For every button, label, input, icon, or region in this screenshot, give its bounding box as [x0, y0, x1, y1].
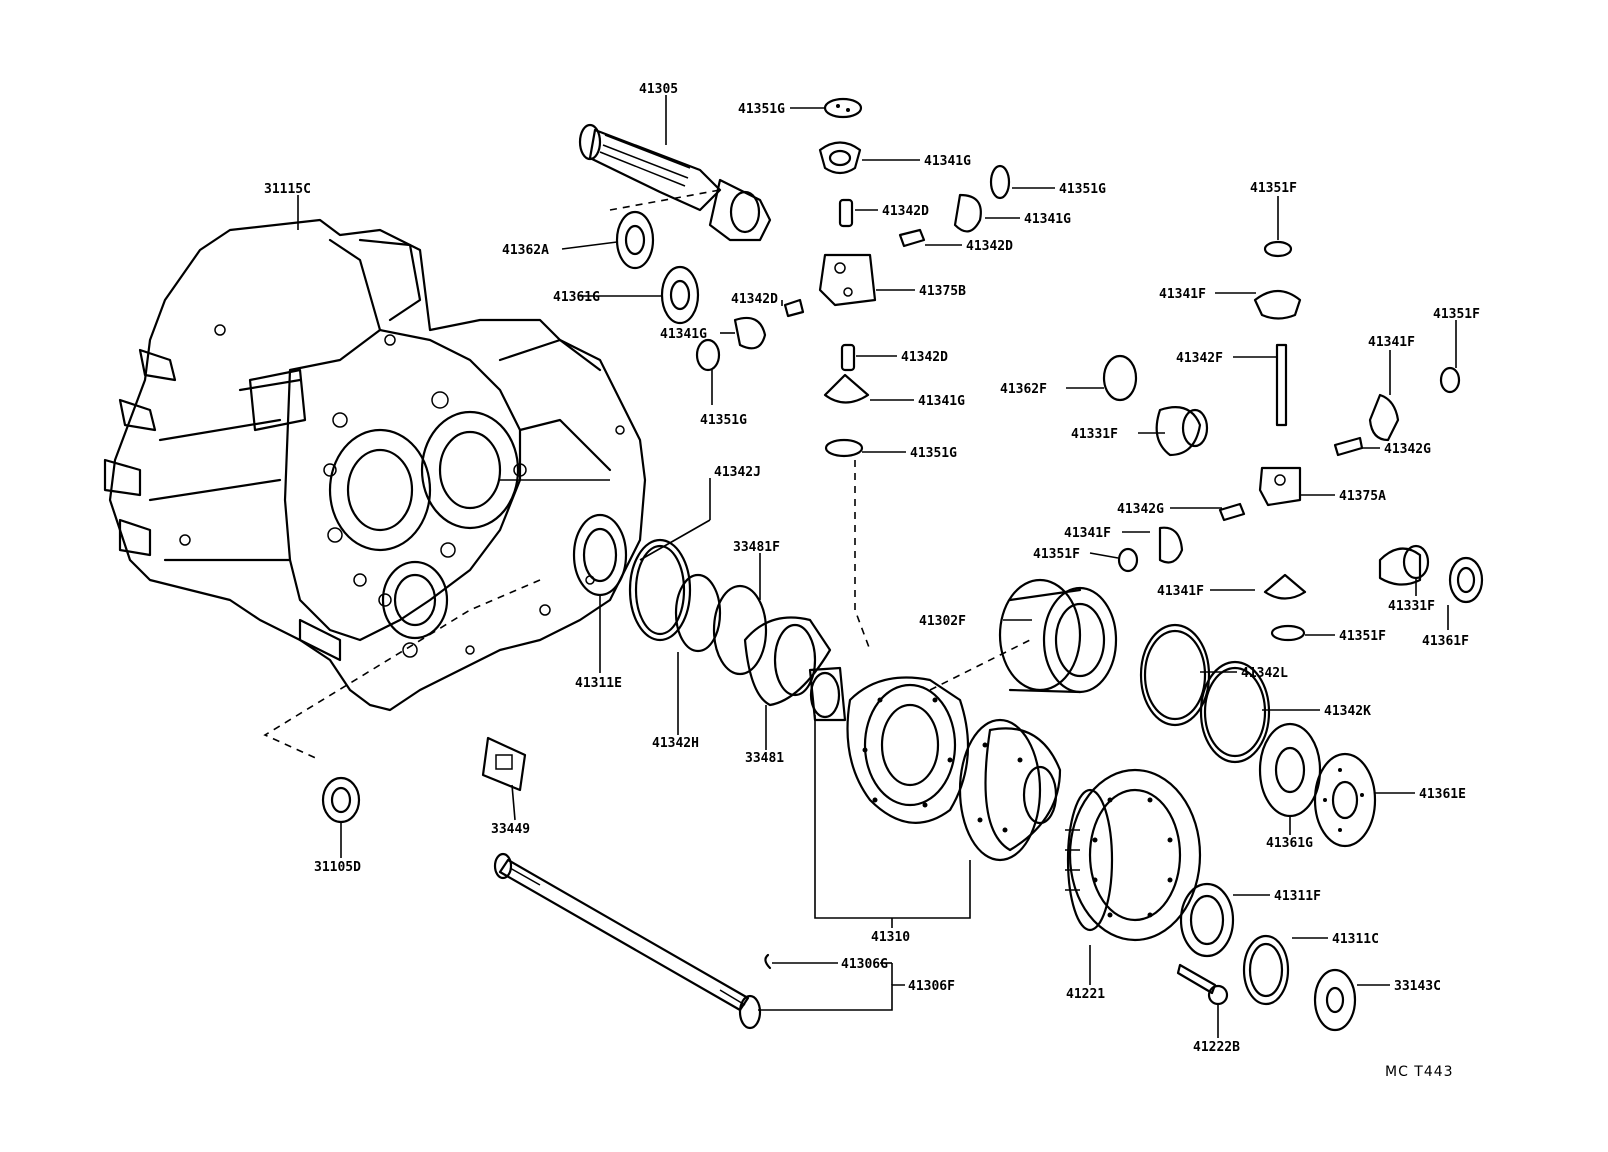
label-41341G: 41341G	[1024, 212, 1071, 227]
differential-case	[808, 578, 1377, 1032]
drive-shaft	[493, 852, 772, 1030]
label-31115C: 31115C	[264, 182, 311, 197]
pinion-shaft	[578, 123, 772, 242]
label-41351G: 41351G	[738, 102, 785, 117]
part-labels: 41305 41351G 41341G 41351G 41342D 41341G…	[264, 82, 1480, 1080]
leader-lines	[297, 95, 1457, 1038]
label-41342H: 41342H	[652, 736, 699, 751]
label-41361E: 41361E	[1419, 787, 1466, 802]
label-41341F: 41341F	[1368, 335, 1415, 350]
label-41351F: 41351F	[1033, 547, 1080, 562]
label-41341F: 41341F	[1064, 526, 1111, 541]
label-41342D: 41342D	[966, 239, 1013, 254]
upper-pinion-cluster	[695, 97, 1011, 458]
label-41351F: 41351F	[1433, 307, 1480, 322]
label-41222B: 41222B	[1193, 1040, 1240, 1055]
label-41361G: 41361G	[1266, 836, 1313, 851]
label-41342G: 41342G	[1117, 502, 1164, 517]
label-41331F: 41331F	[1071, 427, 1118, 442]
label-41341F: 41341F	[1159, 287, 1206, 302]
label-41375A: 41375A	[1339, 489, 1386, 504]
label-41351G: 41351G	[700, 413, 747, 428]
label-33481: 33481	[745, 751, 784, 766]
label-41342D: 41342D	[731, 292, 778, 307]
label-33481F: 33481F	[733, 540, 780, 555]
label-41351G: 41351G	[1059, 182, 1106, 197]
label-41362F: 41362F	[1000, 382, 1047, 397]
label-41306G: 41306G	[841, 957, 888, 972]
label-41342L: 41342L	[1241, 666, 1288, 681]
label-41302F: 41302F	[919, 614, 966, 629]
label-33449: 33449	[491, 822, 530, 837]
right-pinion-cluster	[1102, 240, 1484, 642]
label-41342K: 41342K	[1324, 704, 1371, 719]
label-41342G: 41342G	[1384, 442, 1431, 457]
label-41342F: 41342F	[1176, 351, 1223, 366]
label-31105D: 31105D	[314, 860, 361, 875]
label-41341F: 41341F	[1157, 584, 1204, 599]
label-41361F: 41361F	[1422, 634, 1469, 649]
label-41341G: 41341G	[918, 394, 965, 409]
transaxle-housing	[103, 218, 647, 712]
label-41311E: 41311E	[575, 676, 622, 691]
label-41351F: 41351F	[1339, 629, 1386, 644]
label-41361G: 41361G	[553, 290, 600, 305]
label-41351G: 41351G	[910, 446, 957, 461]
label-41341G: 41341G	[924, 154, 971, 169]
label-41311C: 41311C	[1332, 932, 1379, 947]
label-41342D: 41342D	[882, 204, 929, 219]
label-41221: 41221	[1066, 987, 1105, 1002]
label-41305: 41305	[639, 82, 678, 97]
label-41342D: 41342D	[901, 350, 948, 365]
label-41375B: 41375B	[919, 284, 966, 299]
label-41341G: 41341G	[660, 327, 707, 342]
label-41342J: 41342J	[714, 465, 761, 480]
label-41331F: 41331F	[1388, 599, 1435, 614]
label-41351F: 41351F	[1250, 181, 1297, 196]
diagram-code: MC T443	[1385, 1064, 1454, 1080]
label-33143C: 33143C	[1394, 979, 1441, 994]
label-41306F: 41306F	[908, 979, 955, 994]
assembly-dashed-lines	[263, 189, 1031, 761]
label-41362A: 41362A	[502, 243, 549, 258]
label-41311F: 41311F	[1274, 889, 1321, 904]
label-41310: 41310	[871, 930, 910, 945]
